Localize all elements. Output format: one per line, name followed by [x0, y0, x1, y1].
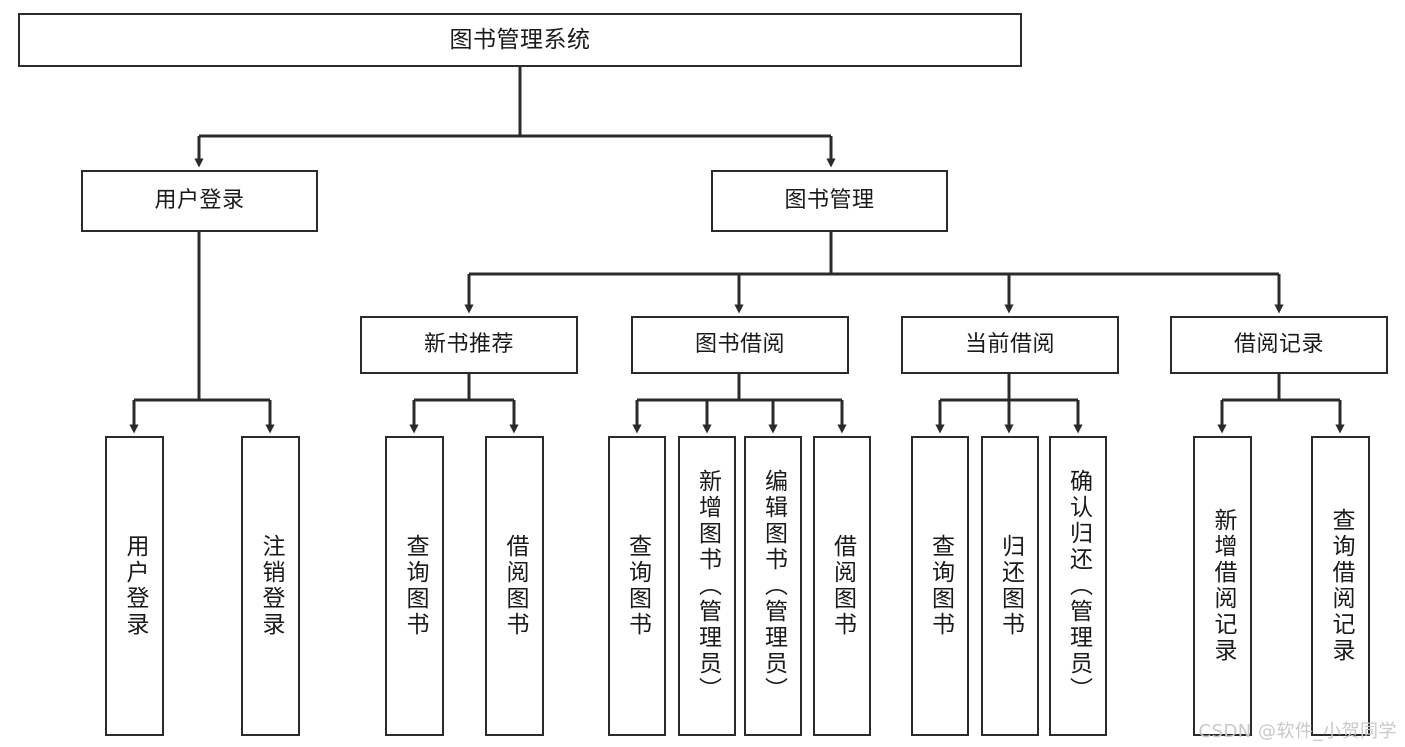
csdn-watermark: CSDN @软件_小贺同学 [1198, 721, 1397, 742]
node-borrow-record[interactable]: 借阅记录 [1170, 316, 1388, 374]
node-label: 借阅图书 [502, 534, 528, 638]
node-new-book-recommend[interactable]: 新书推荐 [360, 316, 578, 374]
node-leaf-user-login[interactable]: 用户登录 [105, 436, 164, 736]
node-leaf-borrow-book-recommend[interactable]: 借阅图书 [485, 436, 544, 736]
node-leaf-return-book[interactable]: 归还图书 [981, 436, 1039, 736]
node-leaf-add-book[interactable]: 新增图书（管理员） [678, 436, 736, 736]
node-label: 查询图书 [927, 534, 954, 638]
node-label: 用户登录 [122, 534, 148, 638]
node-label: 新增借阅记录 [1210, 508, 1236, 664]
node-label: 用户登录 [154, 188, 245, 214]
node-label: 当前借阅 [964, 332, 1055, 358]
node-label: 注销登录 [258, 534, 284, 638]
node-leaf-add-borrow-record[interactable]: 新增借阅记录 [1193, 436, 1252, 736]
node-label: 图书管理 [784, 188, 875, 214]
node-label: 借阅图书 [829, 534, 856, 638]
node-label: 查询图书 [402, 534, 428, 638]
node-leaf-query-borrow-record[interactable]: 查询借阅记录 [1311, 436, 1370, 736]
node-user-login[interactable]: 用户登录 [81, 170, 318, 232]
node-label: 编辑图书（管理员） [760, 469, 787, 703]
node-book-borrow[interactable]: 图书借阅 [631, 316, 849, 374]
node-label: 新增图书（管理员） [694, 469, 721, 703]
node-leaf-query-book-current[interactable]: 查询图书 [911, 436, 969, 736]
node-current-borrow[interactable]: 当前借阅 [901, 316, 1119, 374]
node-leaf-query-book-borrow[interactable]: 查询图书 [608, 436, 666, 736]
node-leaf-confirm-return[interactable]: 确认归还（管理员） [1049, 436, 1107, 736]
node-label: 图书管理系统 [449, 26, 591, 53]
node-label: 查询图书 [624, 534, 651, 638]
node-leaf-borrow-book[interactable]: 借阅图书 [813, 436, 871, 736]
node-leaf-logout-login[interactable]: 注销登录 [241, 436, 300, 736]
node-leaf-edit-book[interactable]: 编辑图书（管理员） [744, 436, 802, 736]
node-label: 新书推荐 [423, 332, 514, 358]
node-book-management[interactable]: 图书管理 [711, 170, 948, 232]
node-label: 确认归还（管理员） [1065, 469, 1092, 703]
node-label: 归还图书 [997, 534, 1024, 638]
node-label: 图书借阅 [694, 332, 785, 358]
node-leaf-query-book-recommend[interactable]: 查询图书 [385, 436, 444, 736]
node-label: 查询借阅记录 [1328, 508, 1354, 664]
node-root-book-management-system[interactable]: 图书管理系统 [18, 13, 1022, 67]
node-label: 借阅记录 [1233, 332, 1324, 358]
